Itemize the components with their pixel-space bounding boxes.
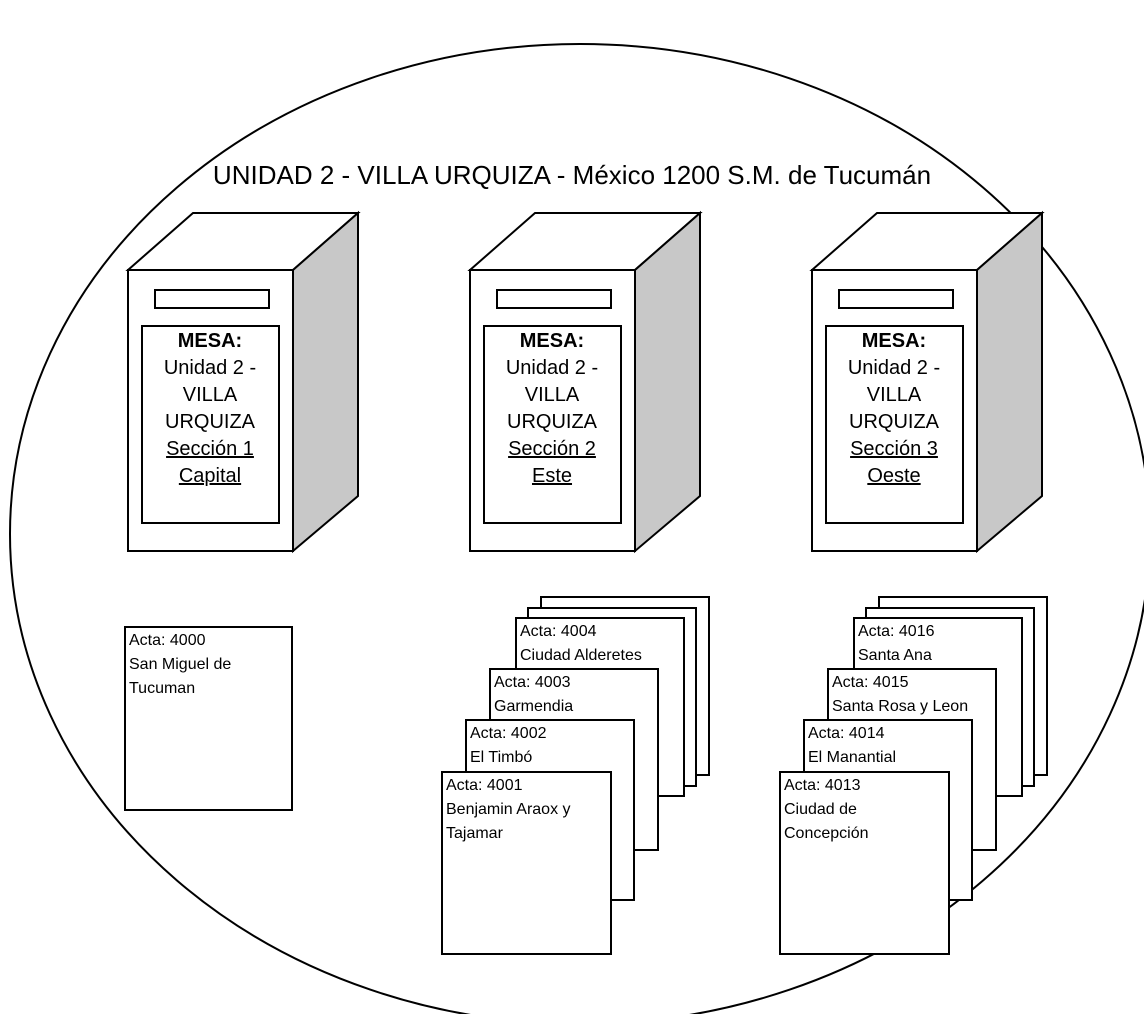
acta-label-4000: Acta: 4000 San Miguel de Tucuman bbox=[125, 629, 292, 701]
acta-place-line-2: Concepción bbox=[784, 825, 869, 842]
acta-place-line-2: Tucuman bbox=[129, 680, 196, 697]
mesa-heading: MESA: bbox=[177, 330, 243, 352]
acta-number: Acta: 4015 bbox=[832, 674, 909, 691]
mesa-seccion: Sección 2 bbox=[508, 438, 596, 460]
mesa-label-2: MESA: Unidad 2 - VILLA URQUIZA Sección 2… bbox=[493, 328, 611, 490]
mesa-label-1: MESA: Unidad 2 - VILLA URQUIZA Sección 1… bbox=[151, 328, 269, 490]
mesa-line-2: VILLA bbox=[866, 384, 922, 406]
ballot-box-3 bbox=[809, 210, 1045, 554]
acta-place-line-1: Benjamin Araox y bbox=[446, 801, 571, 818]
acta-label-4014: Acta: 4014 El Manantial bbox=[804, 722, 972, 770]
acta-number: Acta: 4003 bbox=[494, 674, 571, 691]
acta-label-4016: Acta: 4016 Santa Ana bbox=[854, 620, 1022, 668]
diagram-title-text: UNIDAD 2 - VILLA URQUIZA - México 1200 S… bbox=[212, 160, 932, 190]
acta-number: Acta: 4014 bbox=[808, 725, 885, 742]
acta-sheet-4000 bbox=[124, 626, 293, 811]
mesa-zona: Este bbox=[531, 465, 573, 487]
acta-place-line-1: Santa Ana bbox=[858, 647, 932, 664]
ballot-slot-1 bbox=[154, 289, 270, 309]
mesa-line-3: URQUIZA bbox=[165, 411, 255, 433]
acta-label-4001: Acta: 4001 Benjamin Araox y Tajamar bbox=[442, 774, 611, 846]
mesa-line-3: URQUIZA bbox=[507, 411, 597, 433]
acta-number: Acta: 4001 bbox=[446, 777, 523, 794]
mesa-zona: Oeste bbox=[867, 465, 921, 487]
mesa-line-2: VILLA bbox=[524, 384, 580, 406]
acta-label-4003: Acta: 4003 Garmendia bbox=[490, 671, 658, 719]
mesa-heading: MESA: bbox=[861, 330, 927, 352]
mesa-line-1: Unidad 2 - bbox=[847, 357, 941, 379]
ballot-box-2 bbox=[467, 210, 703, 554]
acta-place-line-1: El Manantial bbox=[808, 749, 897, 766]
acta-number: Acta: 4002 bbox=[470, 725, 547, 742]
mesa-seccion: Sección 1 bbox=[166, 438, 254, 460]
acta-number: Acta: 4013 bbox=[784, 777, 861, 794]
ballot-box-1 bbox=[125, 210, 361, 554]
acta-number: Acta: 4000 bbox=[129, 632, 206, 649]
ballot-slot-3 bbox=[838, 289, 954, 309]
mesa-seccion: Sección 3 bbox=[850, 438, 938, 460]
mesa-heading: MESA: bbox=[519, 330, 585, 352]
acta-label-4013: Acta: 4013 Ciudad de Concepción bbox=[780, 774, 949, 846]
mesa-zona: Capital bbox=[178, 465, 242, 487]
mesa-label-3: MESA: Unidad 2 - VILLA URQUIZA Sección 3… bbox=[835, 328, 953, 490]
acta-place-line-1: El Timbó bbox=[470, 749, 533, 766]
diagram-title: UNIDAD 2 - VILLA URQUIZA - México 1200 S… bbox=[0, 160, 1144, 191]
unit-boundary-ellipse bbox=[9, 43, 1144, 1014]
acta-place-line-1: Ciudad Alderetes bbox=[520, 647, 642, 664]
mesa-line-1: Unidad 2 - bbox=[505, 357, 599, 379]
acta-label-4015: Acta: 4015 Santa Rosa y Leon bbox=[828, 671, 996, 719]
acta-stack-seccion-2 bbox=[441, 596, 710, 955]
mesa-line-2: VILLA bbox=[182, 384, 238, 406]
acta-place-line-2: Tajamar bbox=[446, 825, 503, 842]
mesa-line-1: Unidad 2 - bbox=[163, 357, 257, 379]
acta-place-line-1: Ciudad de bbox=[784, 801, 857, 818]
acta-stack-seccion-3 bbox=[779, 596, 1048, 955]
acta-number: Acta: 4016 bbox=[858, 623, 935, 640]
acta-number: Acta: 4004 bbox=[520, 623, 597, 640]
acta-label-4002: Acta: 4002 El Timbó bbox=[466, 722, 634, 770]
acta-place-line-1: San Miguel de bbox=[129, 656, 232, 673]
ballot-slot-2 bbox=[496, 289, 612, 309]
acta-place-line-1: Santa Rosa y Leon bbox=[832, 698, 969, 715]
mesa-line-3: URQUIZA bbox=[849, 411, 939, 433]
acta-place-line-1: Garmendia bbox=[494, 698, 574, 715]
acta-label-4004: Acta: 4004 Ciudad Alderetes bbox=[516, 620, 684, 668]
